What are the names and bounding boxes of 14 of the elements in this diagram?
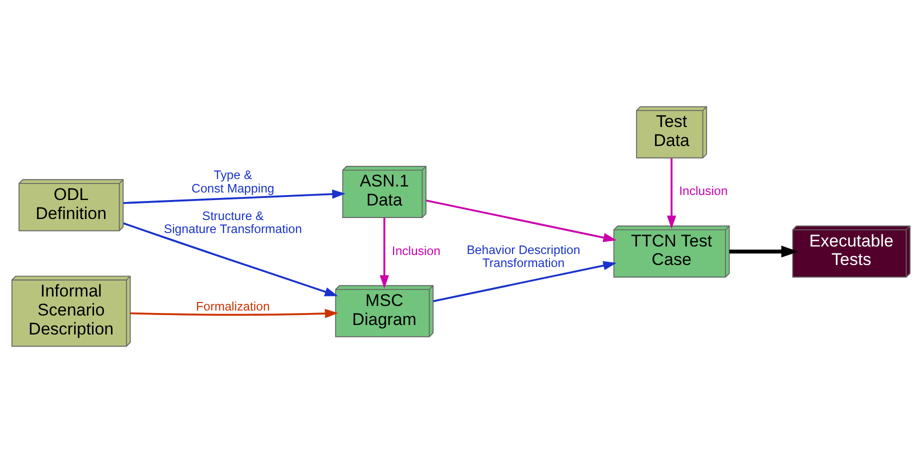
edge-label: Formalization — [196, 299, 270, 314]
arrow — [380, 217, 389, 288]
arrow — [123, 189, 346, 204]
edge-label: Inclusion — [679, 184, 728, 198]
arrow — [130, 308, 338, 318]
arrow — [123, 222, 338, 296]
arrow — [666, 158, 676, 228]
edge-label: Structure & Signature Transformation — [164, 208, 302, 236]
edge-label: Type & Const Mapping — [192, 168, 274, 195]
arrow — [426, 199, 617, 242]
edge-label: Inclusion — [392, 243, 440, 258]
arrow — [433, 260, 617, 302]
edge-label: Behavior Description Transformation — [466, 242, 580, 270]
arrow — [729, 245, 798, 258]
